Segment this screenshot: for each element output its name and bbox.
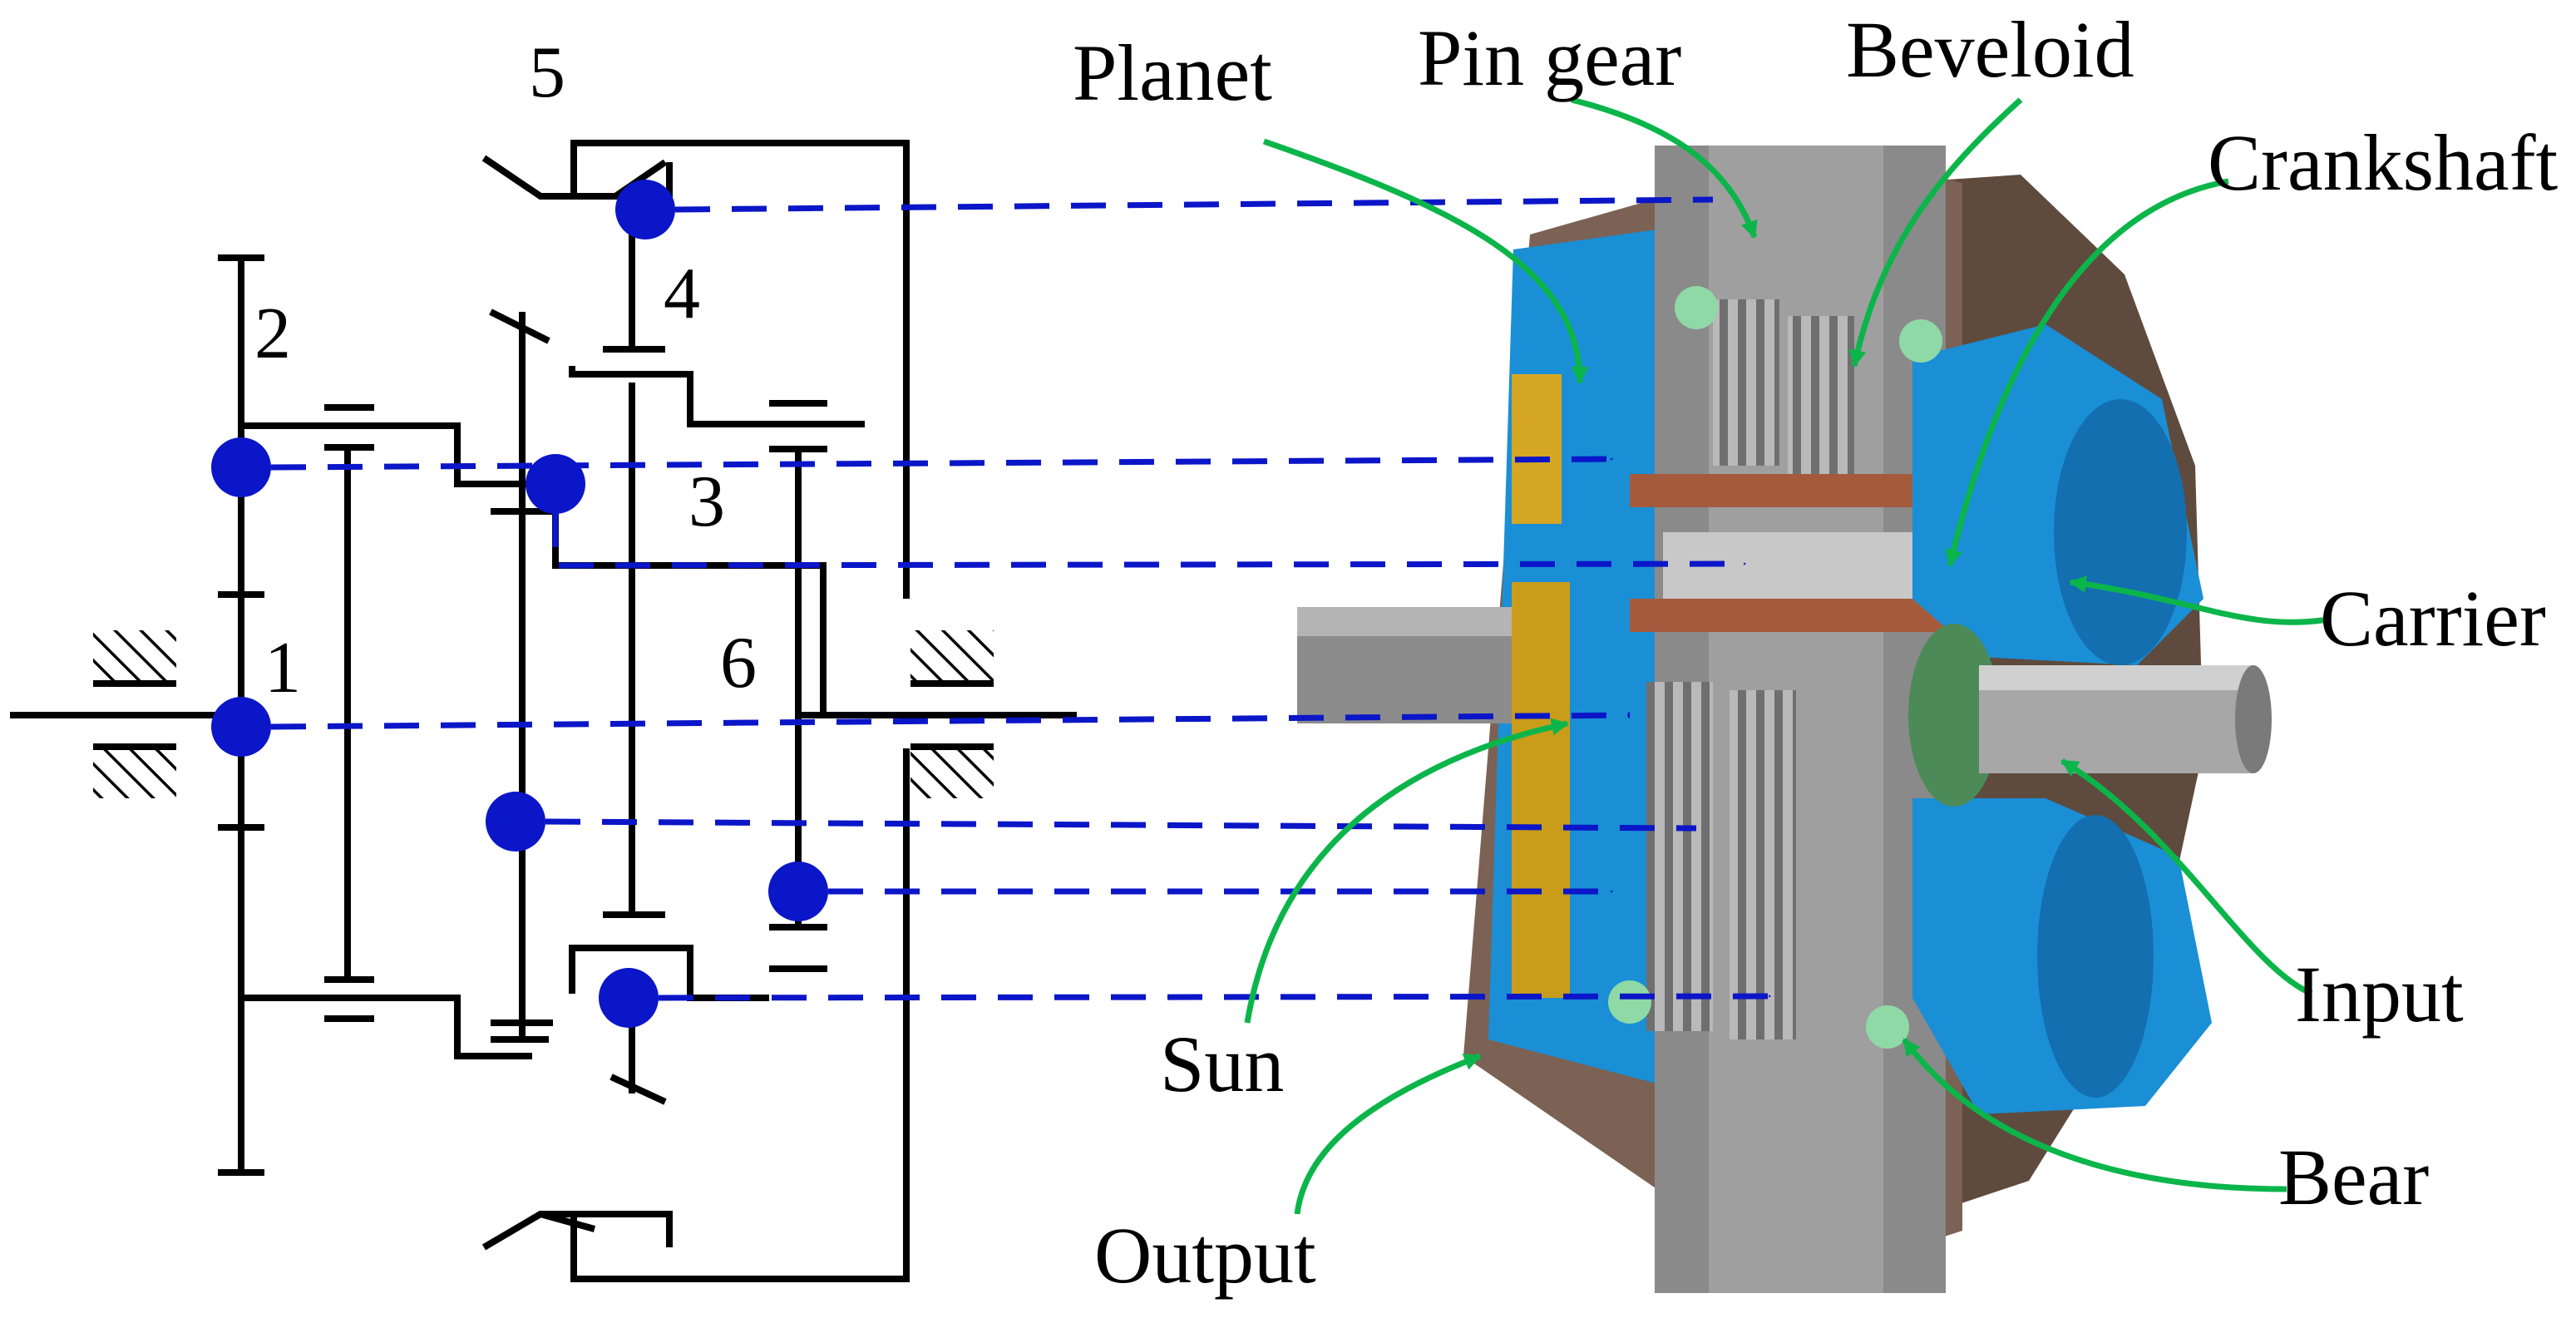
leader-crankshaft: [1945, 178, 2229, 568]
bearing-ball: [1675, 286, 1718, 329]
bearing-ball: [1899, 319, 1942, 363]
joint-dot: [599, 968, 659, 1028]
joint-dot: [768, 861, 828, 921]
label-carrier: Carrier: [2320, 574, 2546, 663]
ground-hatch-right-bottom: [910, 747, 994, 798]
leader-sun: [1244, 718, 1570, 1024]
label-beveloid: Beveloid: [1846, 5, 2134, 94]
beveloid-gear: [1788, 316, 1854, 474]
mapping-arrow: [552, 512, 1747, 569]
label-output: Output: [1094, 1211, 1316, 1300]
sun-gear: [1512, 582, 1570, 998]
leader-carrier: [2068, 575, 2329, 625]
schematic-number-3: 3: [688, 462, 725, 542]
planet-gear-lower: [1646, 682, 1713, 1031]
kinematic-schematic: 1 2 3 4 5 6: [10, 32, 1077, 1282]
schematic-number-2: 2: [254, 294, 291, 374]
joint-dot: [211, 437, 271, 497]
label-pin-gear: Pin gear: [1418, 13, 1681, 102]
carrier-bearing: [1908, 624, 2000, 807]
planet-gear-upper: [1713, 299, 1779, 466]
schematic-number-5: 5: [529, 32, 565, 113]
joint-dot: [615, 180, 675, 239]
ground-hatch-right-top: [910, 630, 994, 682]
bearing-ball: [1866, 1005, 1909, 1049]
leader-beveloid: [1848, 97, 2023, 368]
component-labels: Planet Pin gear Beveloid Crankshaft Carr…: [1073, 5, 2559, 1300]
leader-input: [2060, 758, 2313, 997]
mapping-arrow: [270, 456, 1614, 471]
joint-dot: [211, 697, 271, 757]
label-input: Input: [2295, 950, 2464, 1039]
beveloid-gear-lower: [1730, 690, 1796, 1039]
joint-dot: [526, 454, 585, 514]
schematic-number-1: 1: [264, 628, 301, 708]
mapping-arrow: [545, 818, 1697, 832]
schematic-number-6: 6: [720, 623, 757, 703]
reducer-3d-render: [1297, 146, 2272, 1293]
joint-dot: [486, 792, 545, 852]
label-crankshaft: Crankshaft: [2208, 118, 2559, 207]
mapping-arrows: [270, 196, 1772, 1001]
mapping-arrow: [658, 993, 1772, 1001]
ground-hatch-left-bottom: [93, 747, 176, 798]
leader-pin-gear: [1571, 96, 1758, 239]
label-planet: Planet: [1073, 28, 1272, 117]
leader-output: [1294, 1053, 1482, 1215]
mapping-arrow: [674, 196, 1714, 213]
label-leaders: [1244, 96, 2329, 1215]
schematic-number-4: 4: [664, 254, 700, 334]
bearing-ball: [1608, 980, 1651, 1024]
mapping-arrow: [270, 712, 1631, 730]
leader-planet: [1262, 138, 1589, 385]
ground-hatch-left-top: [93, 630, 176, 682]
label-sun: Sun: [1160, 1019, 1284, 1108]
leader-bear: [1902, 1037, 2287, 1192]
label-bear: Bear: [2278, 1133, 2429, 1222]
